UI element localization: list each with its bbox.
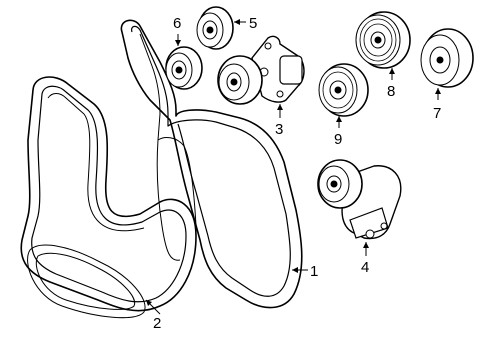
pulley-8-drawing xyxy=(355,11,411,69)
pulley-6-drawing xyxy=(165,46,203,90)
callout-5-label: 5 xyxy=(249,15,257,32)
belt-1-drawing xyxy=(120,19,303,309)
callout-6: 6 xyxy=(173,15,181,46)
callout-3-label: 3 xyxy=(275,121,283,138)
callout-2-label: 2 xyxy=(153,315,161,332)
belt-2-drawing xyxy=(20,76,197,319)
callout-5: 5 xyxy=(234,15,257,32)
pulley-9-drawing xyxy=(318,63,369,117)
callout-7: 7 xyxy=(433,88,441,122)
tensioner-3-drawing xyxy=(217,35,305,105)
callout-8-label: 8 xyxy=(387,83,395,100)
callout-8: 8 xyxy=(387,68,395,100)
pulley-5-drawing xyxy=(196,6,234,50)
callout-4-label: 4 xyxy=(361,259,369,276)
callout-7-label: 7 xyxy=(433,105,441,122)
callout-9: 9 xyxy=(334,116,342,148)
callout-3: 3 xyxy=(275,104,283,138)
callout-1: 1 xyxy=(292,263,318,280)
callout-9-label: 9 xyxy=(334,131,342,148)
callout-2: 2 xyxy=(145,299,161,332)
callout-1-label: 1 xyxy=(310,263,318,280)
callout-4: 4 xyxy=(361,242,369,276)
callout-6-label: 6 xyxy=(173,15,181,32)
pulley-7-drawing xyxy=(420,28,474,88)
tensioner-4-drawing xyxy=(317,159,402,240)
